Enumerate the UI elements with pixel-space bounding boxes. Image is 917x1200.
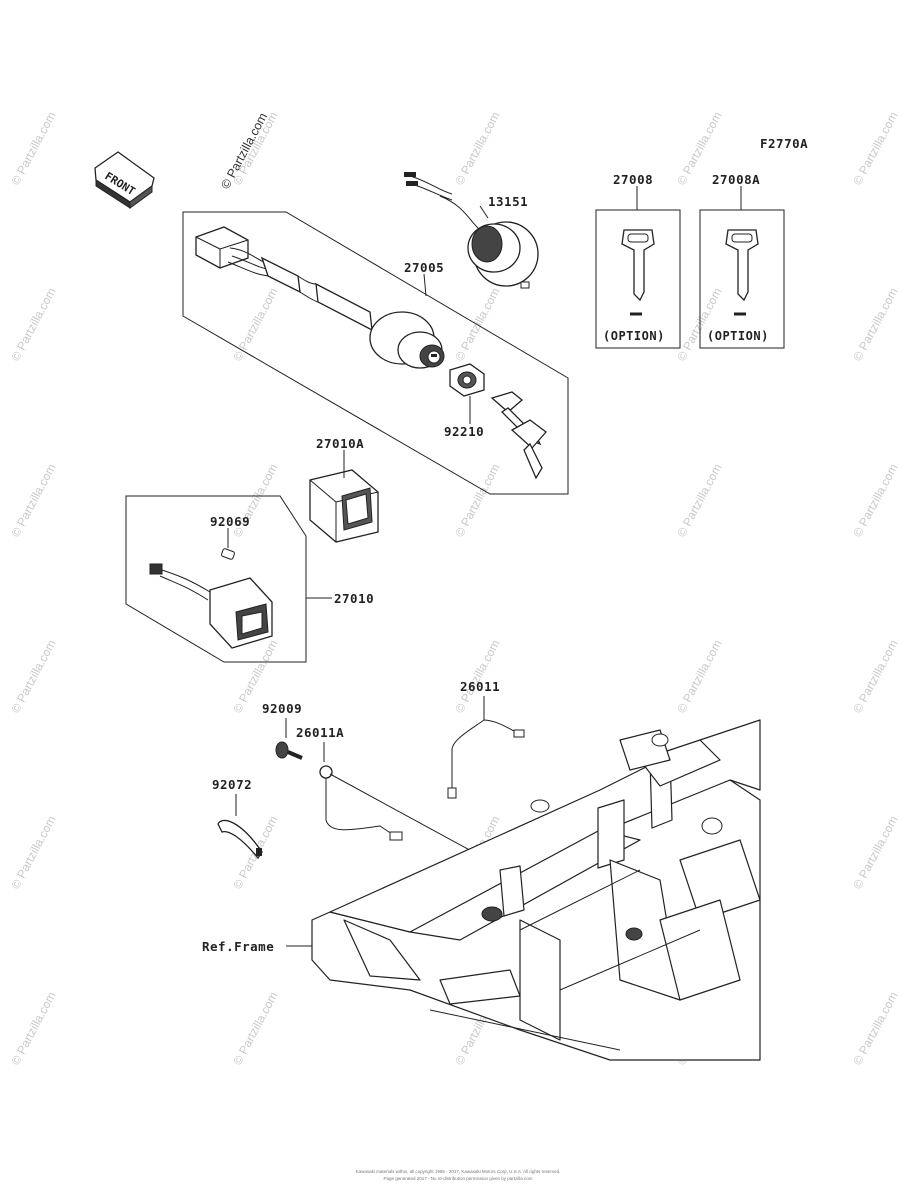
watermark-tile: © Partzilla.com <box>452 637 502 715</box>
callout-92069: 92069 <box>210 514 250 529</box>
watermark-tile: © Partzilla.com <box>8 109 58 187</box>
watermark-tile: © Partzilla.com <box>850 285 900 363</box>
callout-92009: 92009 <box>262 701 302 716</box>
callout-ref-frame: Ref.Frame <box>202 939 274 954</box>
callout-26011A: 26011A <box>296 725 344 740</box>
watermark-tile: © Partzilla.com <box>850 461 900 539</box>
switch-27010 <box>149 563 273 649</box>
watermark-tile: © Partzilla.com <box>452 461 502 539</box>
option-label-27008A: (OPTION) <box>707 329 769 343</box>
watermark-tile: © Partzilla.com <box>674 461 724 539</box>
watermark-tile: © Partzilla.com <box>230 989 280 1067</box>
watermark-tile: © Partzilla.com <box>8 285 58 363</box>
callout-92072: 92072 <box>212 777 252 792</box>
switch-27010A <box>309 469 379 543</box>
watermark-tile: © Partzilla.com <box>674 637 724 715</box>
callout-26011: 26011 <box>460 679 500 694</box>
watermark-tile: © Partzilla.com <box>452 109 502 187</box>
ignition-connector <box>195 226 273 277</box>
front-arrow-icon: FRONT <box>94 151 155 209</box>
diagram-code: F2770A <box>760 136 808 151</box>
watermark-tile: © Partzilla.com <box>8 813 58 891</box>
watermark-tile: © Partzilla.com <box>850 813 900 891</box>
switch-group-box <box>125 495 307 663</box>
watermark-tile: © Partzilla.com <box>850 989 900 1067</box>
lamp-13151 <box>404 172 539 289</box>
key-box-27008 <box>595 186 681 349</box>
ref-frame-chassis <box>311 719 761 1061</box>
footer-copyright: Kawasaki materials within, all copyright… <box>356 1169 561 1174</box>
nut-92210 <box>449 363 485 397</box>
footer-notice: Page generated 2017 - No re-distribution… <box>383 1176 532 1181</box>
option-label-27008: (OPTION) <box>603 329 665 343</box>
watermark-tile: © Partzilla.com <box>850 637 900 715</box>
callout-27010: 27010 <box>334 591 374 606</box>
watermark-tile: © Partzilla.com <box>230 285 280 363</box>
callout-27008A: 27008A <box>712 172 760 187</box>
ignition-group-box <box>182 211 569 495</box>
callout-27005: 27005 <box>404 260 444 275</box>
bulb-92069 <box>221 548 235 560</box>
sensor-26011 <box>447 696 525 799</box>
watermark-tile: © Partzilla.com <box>8 461 58 539</box>
callout-92210: 92210 <box>444 424 484 439</box>
ignition-switch <box>369 311 445 369</box>
watermark-tile: © Partzilla.com <box>8 637 58 715</box>
watermark-tile: © Partzilla.com <box>674 285 724 363</box>
ignition-keys <box>490 391 547 480</box>
clamp-92072 <box>217 794 263 860</box>
callout-27010A: 27010A <box>316 436 364 451</box>
bolt-92009 <box>275 718 303 760</box>
key-box-27008A <box>699 186 785 349</box>
watermark-tile: © Partzilla.com <box>8 989 58 1067</box>
callout-13151: 13151 <box>488 194 528 209</box>
callout-27008: 27008 <box>613 172 653 187</box>
watermark-tile: © Partzilla.com <box>850 109 900 187</box>
